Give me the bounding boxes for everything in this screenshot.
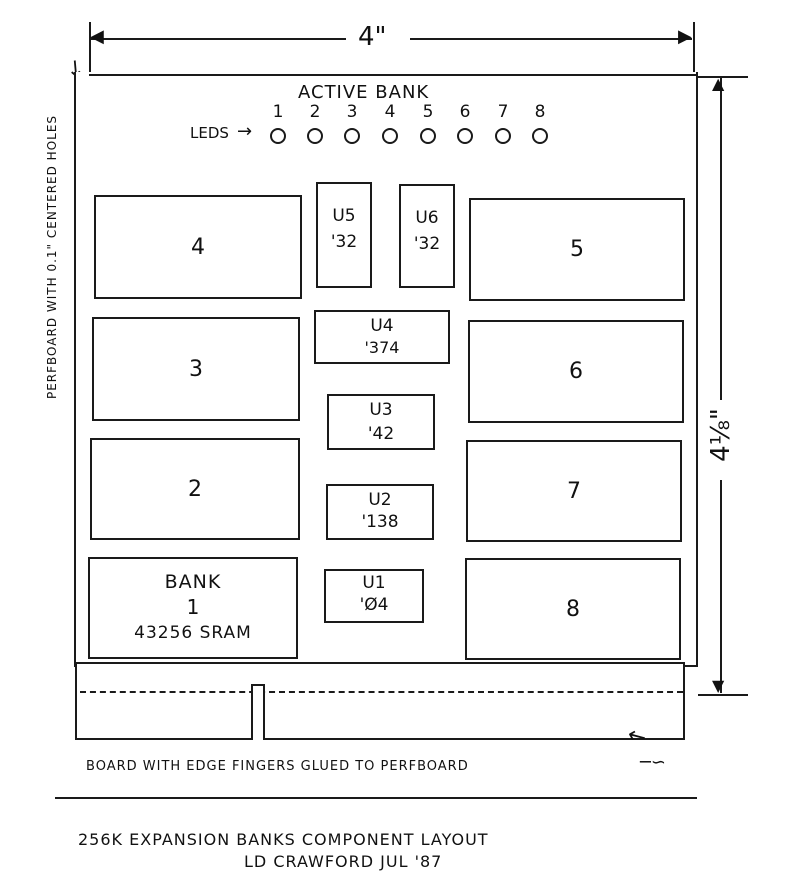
width-dimension-label: 4" (358, 22, 387, 52)
chip-u5-part: '32 (330, 232, 358, 252)
led-5 (420, 128, 436, 144)
caption-title: 256K EXPANSION BANKS COMPONENT LAYOUT (78, 830, 489, 849)
chip-u4-name: U4 (370, 316, 394, 336)
bank-7: 7 (466, 440, 682, 542)
chip-u2-part: '138 (361, 512, 399, 532)
width-dim-line-right (410, 38, 692, 40)
chip-u1: U1 'Ø4 (324, 569, 424, 623)
chip-u4-part: '374 (364, 338, 400, 357)
width-dim-line-left (91, 38, 346, 40)
led-number-3: 3 (346, 102, 358, 122)
led-number-5: 5 (422, 102, 434, 122)
caption-separator (55, 797, 697, 799)
bank-1-sram: 43256 SRAM (134, 623, 252, 643)
height-dim-arrow-top: ▲ (712, 74, 725, 93)
led-number-4: 4 (384, 102, 396, 122)
bank-5-number: 5 (570, 237, 584, 262)
bank-1: BANK 1 43256 SRAM (88, 557, 298, 659)
led-6 (457, 128, 473, 144)
chip-u3-name: U3 (369, 400, 393, 420)
edge-board-key-slot (251, 684, 265, 740)
led-number-7: 7 (497, 102, 509, 122)
leds-arrow-icon: → (237, 121, 253, 142)
chip-u6: U6 '32 (399, 184, 455, 288)
led-3 (344, 128, 360, 144)
led-2 (307, 128, 323, 144)
chip-u3-part: '42 (367, 424, 395, 444)
height-dim-line-bottom (720, 480, 722, 693)
height-dim-line-top (720, 78, 722, 400)
led-4 (382, 128, 398, 144)
height-dimension-label: 4⅛" (705, 408, 736, 462)
width-dim-arrow-left: ◀ (90, 26, 104, 47)
led-8 (532, 128, 548, 144)
led-number-1: 1 (272, 102, 284, 122)
width-dim-left-tick (89, 22, 91, 72)
edge-finger-board (75, 662, 685, 740)
chip-u2: U2 '138 (326, 484, 434, 540)
bank-2-number: 2 (188, 476, 202, 502)
caption-author: LD CRAWFORD JUL '87 (244, 852, 443, 871)
chip-u5: U5 '32 (316, 182, 372, 288)
perfboard-top-edge (89, 74, 696, 76)
active-bank-label: ACTIVE BANK (298, 82, 430, 103)
chip-u1-name: U1 (362, 573, 386, 593)
led-number-8: 8 (534, 102, 546, 122)
chip-u2-name: U2 (368, 490, 392, 510)
bank-8: 8 (465, 558, 681, 660)
led-number-6: 6 (459, 102, 471, 122)
bank-7-number: 7 (567, 478, 581, 504)
led-7 (495, 128, 511, 144)
height-dim-bottom-tick (698, 694, 748, 696)
bank-2: 2 (90, 438, 300, 540)
width-dim-right-tick (693, 22, 695, 72)
bank-6-number: 6 (569, 359, 583, 384)
led-number-2: 2 (309, 102, 321, 122)
chip-u6-name: U6 (415, 208, 439, 228)
led-1 (270, 128, 286, 144)
bank-6: 6 (468, 320, 684, 423)
bank-1-title: BANK (164, 571, 222, 593)
bank-5: 5 (469, 198, 685, 301)
edge-board-dashed-line (80, 691, 683, 693)
height-dim-arrow-bottom: ▼ (712, 676, 725, 695)
bank-8-number: 8 (566, 596, 580, 622)
chip-u3: U3 '42 (327, 394, 435, 450)
bank-3-number: 3 (189, 356, 203, 382)
bank-4-number: 4 (191, 234, 205, 260)
width-dim-arrow-right: ▶ (678, 26, 692, 47)
edge-board-pointer-tail: ─∽ (640, 752, 666, 773)
chip-u6-part: '32 (413, 234, 441, 254)
chip-u5-name: U5 (332, 206, 356, 226)
bank-1-number: 1 (186, 595, 200, 619)
edge-board-note: BOARD WITH EDGE FINGERS GLUED TO PERFBOA… (86, 759, 469, 774)
height-dim-top-tick (698, 76, 748, 78)
bank-4: 4 (94, 195, 302, 299)
chip-u1-part: 'Ø4 (359, 595, 389, 615)
perfboard-note: PERFBOARD WITH 0.1" CENTERED HOLES (45, 114, 59, 400)
bank-3: 3 (92, 317, 300, 421)
chip-u4: U4 '374 (314, 310, 450, 364)
leds-label: LEDS (190, 124, 229, 142)
